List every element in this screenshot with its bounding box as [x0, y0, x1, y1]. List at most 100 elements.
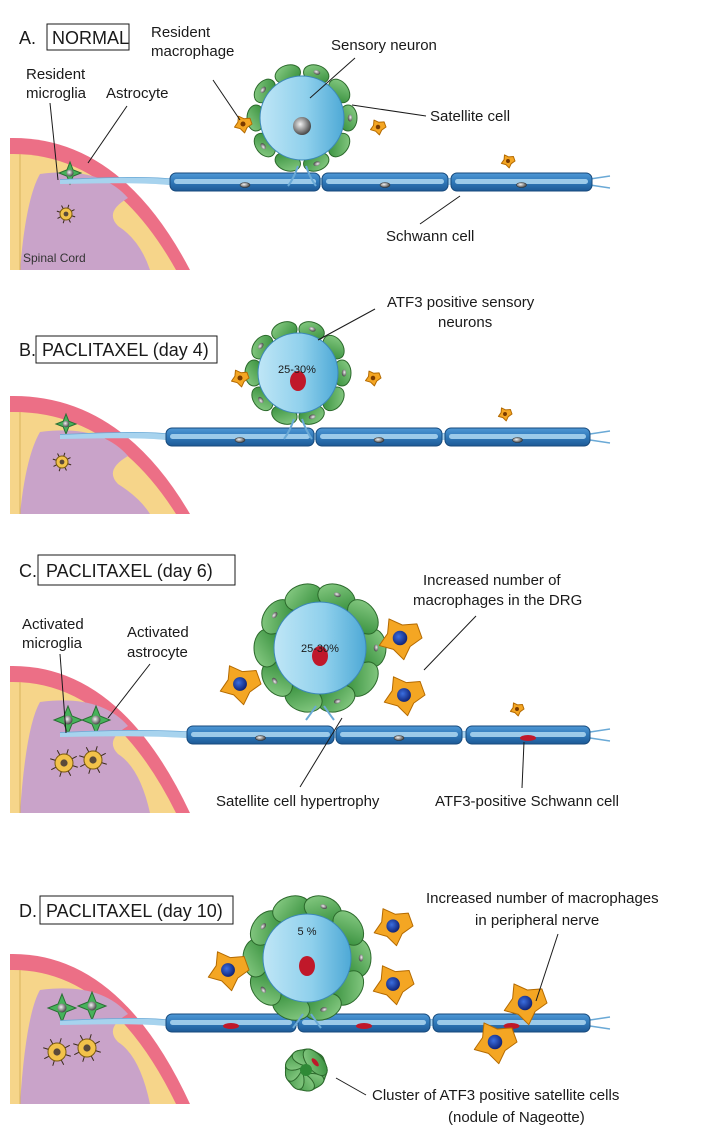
label-increased-macrophages-nerve-2: in peripheral nerve	[475, 912, 599, 929]
schwann-nucleus	[516, 182, 527, 188]
label-resident-macrophage-1: Resident	[151, 24, 211, 41]
microglia	[79, 746, 107, 774]
stem-axon	[287, 165, 317, 187]
satellite-nucleus	[313, 69, 321, 75]
macrophage-nucleus	[375, 124, 381, 130]
label-nageotte-2: (nodule of Nageotte)	[448, 1109, 585, 1126]
macrophage	[207, 951, 250, 992]
axon-segment	[437, 1020, 586, 1025]
label-atf3-neurons-2: neurons	[438, 314, 492, 331]
satellite-nucleus	[260, 86, 266, 93]
label-nageotte-1: Cluster of ATF3 positive satellite cells	[372, 1087, 619, 1104]
microglia-nucleus	[53, 1048, 61, 1056]
satellite-nucleus	[347, 114, 353, 122]
microglia	[50, 749, 78, 777]
microglia-nucleus	[63, 211, 69, 217]
label-resident-macrophage-2: macrophage	[151, 43, 234, 60]
neuron-nucleus-atf3	[312, 646, 328, 666]
neuron-nucleus-atf3	[299, 956, 315, 976]
panel-a: A. NORMAL Resident macrophage Sensory ne…	[19, 23, 510, 265]
astrocyte	[80, 704, 112, 736]
macrophage-nucleus	[506, 159, 510, 163]
sensory-neuron	[253, 583, 387, 721]
schwann-nucleus-atf3	[356, 1023, 372, 1029]
leader-activated-microglia	[59, 653, 67, 734]
panel-c: C. PACLITAXEL (day 6) Activated microgli…	[19, 554, 619, 810]
leader-microglia	[49, 102, 59, 181]
neuron-d-percentage: 5 %	[298, 926, 317, 938]
satellite-nucleus	[308, 414, 316, 420]
sensory-neuron	[246, 64, 358, 187]
neuron-nucleus	[293, 117, 311, 135]
stem-axon	[283, 418, 313, 440]
macrophage	[219, 665, 262, 706]
leader-satellite-hypertrophy	[299, 717, 343, 788]
macrophage	[378, 618, 423, 661]
panel-d-letter: D.	[19, 901, 37, 921]
schwann-nucleus	[239, 182, 251, 188]
macrophage-nucleus	[517, 995, 533, 1011]
macrophage	[503, 983, 548, 1026]
axon-segment	[170, 1020, 292, 1025]
spinal-cord	[10, 395, 190, 514]
macrophage	[370, 119, 387, 136]
microglia-nucleus	[83, 1044, 91, 1052]
astrocyte	[76, 990, 108, 1022]
panel-a-letter: A.	[19, 28, 36, 48]
spinal-cord	[10, 665, 190, 813]
astrocyte	[54, 412, 78, 436]
label-resident-microglia-1: Resident	[26, 66, 86, 83]
label-spinal-cord: Spinal Cord	[23, 251, 86, 265]
astrocyte	[52, 704, 84, 736]
satellite-nucleus	[258, 342, 264, 350]
label-satellite-cell: Satellite cell	[430, 108, 510, 125]
schwann-nucleus	[512, 437, 523, 443]
axon-segment	[174, 179, 316, 184]
satellite-nucleus	[313, 161, 321, 167]
satellite-nucleus	[308, 326, 316, 332]
schwann-nucleus	[373, 437, 385, 443]
astrocyte-nucleus	[63, 715, 73, 725]
panel-b: B. PACLITAXEL (day 4) ATF3 positive sens…	[19, 294, 535, 364]
macrophage-nucleus	[487, 1034, 503, 1050]
nodule-atf3-nucleus	[311, 1058, 319, 1067]
satellite-nucleus	[320, 904, 328, 909]
neuron-nucleus-atf3	[290, 371, 306, 391]
astrocyte-nucleus	[66, 169, 74, 177]
label-activated-microglia-2: microglia	[22, 635, 83, 652]
label-increased-macrophages-drg-1: Increased number of	[423, 572, 561, 589]
macrophage-nucleus	[221, 963, 235, 977]
label-atf3-neurons-1: ATF3 positive sensory	[387, 294, 535, 311]
astrocyte-nucleus	[91, 715, 101, 725]
macrophage	[500, 154, 516, 169]
schwann-nucleus-atf3	[520, 735, 536, 741]
satellite-nucleus	[373, 644, 379, 652]
leader-astrocyte	[87, 105, 128, 164]
microglia-nucleus	[89, 756, 97, 764]
schwann-nucleus-atf3	[503, 1023, 520, 1029]
spinal-cord-grey-matter	[20, 172, 150, 270]
label-increased-macrophages-drg-2: macrophages in the DRG	[413, 592, 582, 609]
macrophage	[509, 702, 525, 717]
satellite-nucleus	[358, 954, 364, 962]
label-activated-astrocyte-2: astrocyte	[127, 644, 188, 661]
macrophage-nucleus	[515, 707, 519, 711]
axon-segment	[455, 179, 588, 184]
macrophage	[373, 908, 414, 947]
spinal-cord	[10, 137, 190, 270]
microglia-nucleus	[59, 459, 65, 465]
macrophage-nucleus	[240, 121, 246, 127]
macrophage	[372, 965, 415, 1006]
leader-schwann	[419, 195, 461, 225]
leader-atf3-neurons	[317, 308, 376, 341]
macrophage	[231, 369, 250, 388]
axon-segment	[302, 1020, 426, 1025]
panel-a-title: NORMAL	[52, 28, 129, 48]
macrophage-nucleus	[386, 977, 400, 991]
schwann-nucleus	[234, 437, 246, 443]
macrophage-nucleus	[503, 412, 507, 416]
spinal-cord	[10, 953, 190, 1104]
leader-nageotte	[335, 1077, 367, 1096]
microglia	[43, 1038, 71, 1066]
